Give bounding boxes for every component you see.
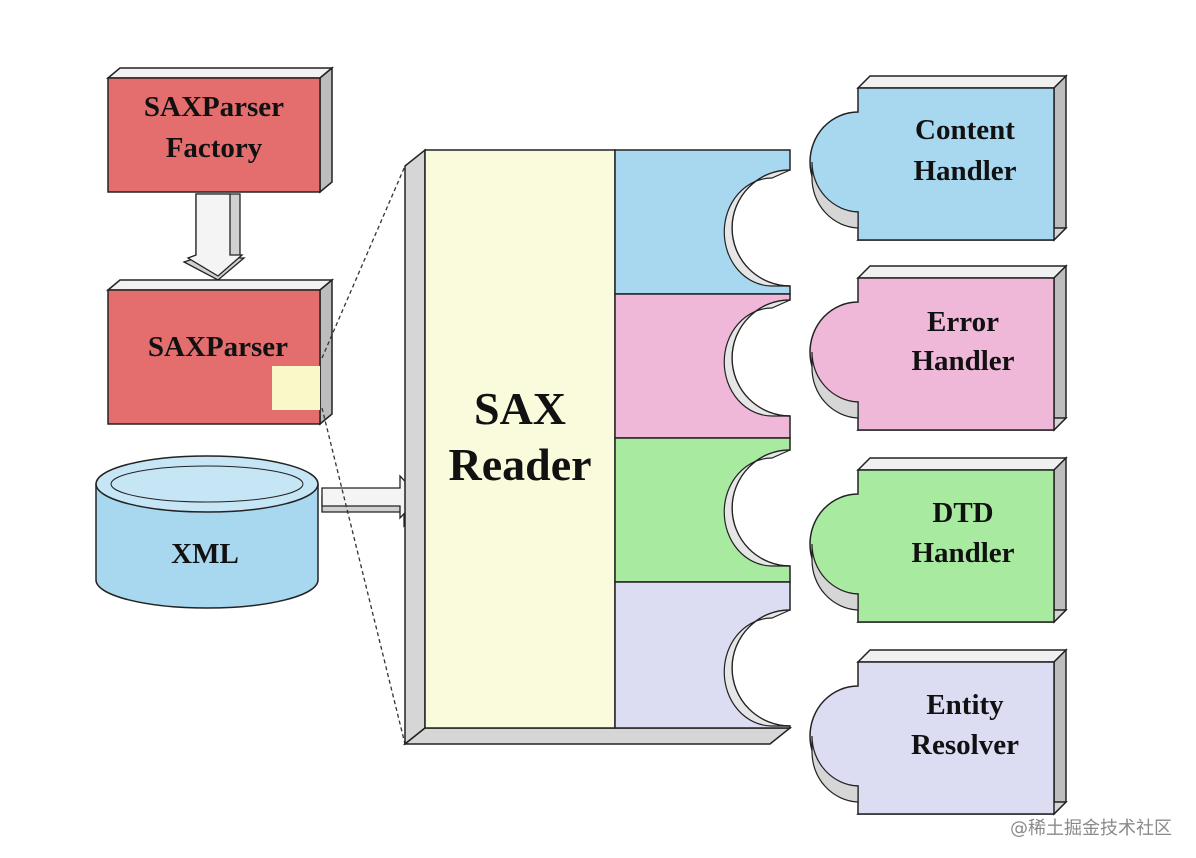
xml-document-cylinder: XML bbox=[95, 455, 319, 609]
saxparser-label: SAXParser bbox=[148, 331, 288, 363]
entity-resolver-label-2: Resolver bbox=[911, 729, 1019, 761]
reader-label-1: SAX bbox=[474, 383, 566, 434]
content-handler-label-1: Content bbox=[915, 114, 1015, 146]
watermark: @稀土掘金技术社区 bbox=[1010, 818, 1172, 839]
factory-to-parser-arrow bbox=[182, 193, 246, 281]
zoom-line-top bbox=[321, 165, 406, 359]
factory-label-2: Factory bbox=[166, 132, 263, 164]
saxparser-factory-box: SAXParser Factory bbox=[105, 66, 335, 194]
content-handler-label-2: Handler bbox=[913, 155, 1016, 187]
handler-content: Content Handler bbox=[809, 74, 1068, 242]
handler-dtd: DTD Handler bbox=[809, 456, 1068, 624]
zoom-line-bottom bbox=[321, 407, 406, 745]
socket-content-handler bbox=[614, 149, 791, 295]
handler-entity: Entity Resolver bbox=[809, 648, 1068, 816]
sax-reader-block: SAX Reader bbox=[402, 148, 793, 746]
socket-entity-resolver bbox=[614, 581, 791, 729]
reader-label-2: Reader bbox=[448, 439, 591, 490]
error-handler-label-2: Handler bbox=[911, 345, 1014, 377]
handler-error: Error Handler bbox=[809, 264, 1068, 432]
saxparser-box: SAXParser bbox=[105, 278, 335, 426]
reader-indicator bbox=[272, 366, 320, 410]
dtd-handler-label-2: Handler bbox=[911, 537, 1014, 569]
entity-resolver-label-1: Entity bbox=[926, 689, 1004, 721]
factory-label-1: SAXParser bbox=[144, 91, 284, 123]
dtd-handler-label-1: DTD bbox=[932, 497, 993, 529]
xml-label: XML bbox=[171, 538, 239, 570]
error-handler-label-1: Error bbox=[927, 306, 999, 338]
socket-error-handler bbox=[614, 293, 791, 439]
